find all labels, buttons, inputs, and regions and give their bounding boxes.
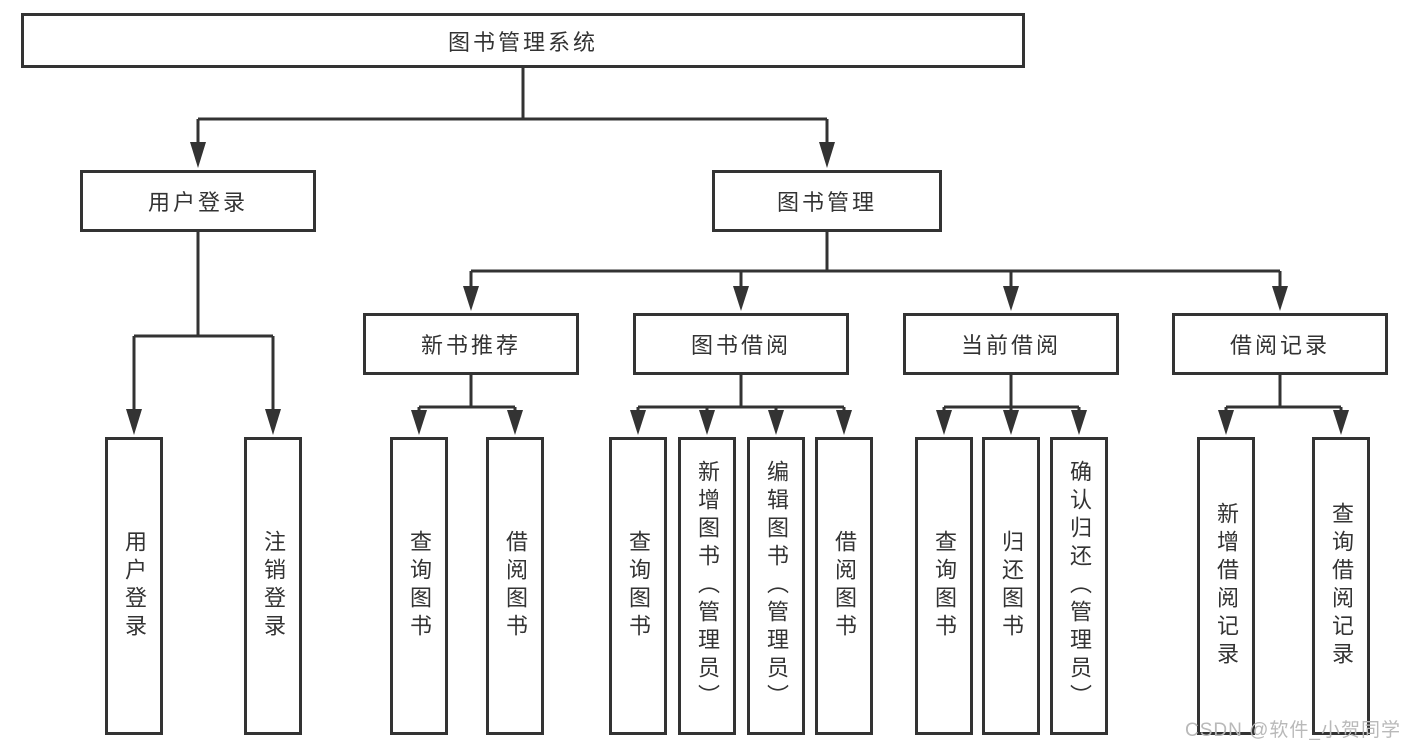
node-book-management-label: 图书管理 (776, 190, 877, 215)
leaf-current-confirm-return-admin-label: 确认归还（管理员） (1067, 460, 1092, 712)
connector-book-borrowing (630, 375, 852, 435)
leaf-user-login-label: 用户登录 (122, 530, 147, 642)
leaf-recommend-query-books: 查询图书 (390, 437, 448, 735)
leaf-records-add-record-label: 新增借阅记录 (1214, 502, 1239, 670)
node-borrowing-records: 借阅记录 (1172, 313, 1388, 375)
connector-book-management (463, 232, 1288, 311)
node-root-label: 图书管理系统 (447, 29, 598, 55)
leaf-current-return-books: 归还图书 (982, 437, 1040, 735)
node-borrowing-records-label: 借阅记录 (1229, 333, 1330, 358)
leaf-logout-label: 注销登录 (261, 530, 286, 642)
node-book-borrowing: 图书借阅 (633, 313, 849, 375)
leaf-records-query-record-label: 查询借阅记录 (1329, 502, 1354, 670)
node-current-borrowing-label: 当前借阅 (960, 333, 1061, 358)
node-user-login-label: 用户登录 (147, 190, 248, 215)
leaf-current-confirm-return-admin: 确认归还（管理员） (1050, 437, 1108, 735)
leaf-recommend-borrow-books-label: 借阅图书 (503, 530, 528, 642)
leaf-borrowing-add-books-admin: 新增图书（管理员） (678, 437, 736, 735)
connector-new-book-recommend (411, 375, 523, 435)
leaf-records-add-record: 新增借阅记录 (1197, 437, 1255, 735)
leaf-recommend-query-books-label: 查询图书 (407, 530, 432, 642)
leaf-borrowing-query-books: 查询图书 (609, 437, 667, 735)
node-root: 图书管理系统 (21, 13, 1025, 68)
node-book-borrowing-label: 图书借阅 (690, 333, 791, 358)
leaf-borrowing-query-books-label: 查询图书 (626, 530, 651, 642)
leaf-borrowing-add-books-admin-label: 新增图书（管理员） (695, 460, 720, 712)
leaf-records-query-record: 查询借阅记录 (1312, 437, 1370, 735)
watermark: CSDN @软件_小贺同学 (1185, 720, 1401, 741)
leaf-logout: 注销登录 (244, 437, 302, 735)
leaf-borrowing-borrow-books-label: 借阅图书 (832, 530, 857, 642)
leaf-recommend-borrow-books: 借阅图书 (486, 437, 544, 735)
connector-current-borrowing (936, 375, 1087, 435)
leaf-user-login: 用户登录 (105, 437, 163, 735)
leaf-current-query-books-label: 查询图书 (932, 530, 957, 642)
connector-root (190, 68, 835, 168)
node-current-borrowing: 当前借阅 (903, 313, 1119, 375)
leaf-current-query-books: 查询图书 (915, 437, 973, 735)
node-book-management: 图书管理 (712, 170, 942, 232)
leaf-current-return-books-label: 归还图书 (999, 530, 1024, 642)
node-new-book-recommend: 新书推荐 (363, 313, 579, 375)
node-user-login: 用户登录 (80, 170, 316, 232)
connector-borrowing-records (1218, 375, 1349, 435)
leaf-borrowing-edit-books-admin-label: 编辑图书（管理员） (764, 460, 789, 712)
leaf-borrowing-borrow-books: 借阅图书 (815, 437, 873, 735)
leaf-borrowing-edit-books-admin: 编辑图书（管理员） (747, 437, 805, 735)
node-new-book-recommend-label: 新书推荐 (420, 333, 521, 358)
connector-user-login (126, 232, 281, 435)
